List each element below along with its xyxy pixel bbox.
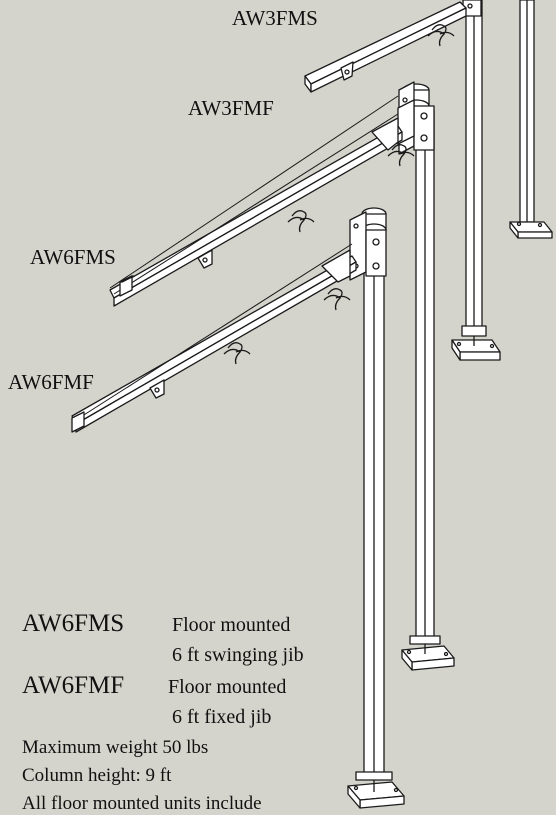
label-aw6fms: AW6FMS (30, 245, 116, 269)
label-aw3fms: AW3FMS (232, 6, 318, 30)
label-aw6fmf: AW6FMF (8, 370, 94, 394)
aw3fms-arm (304, 1, 467, 93)
back-column-far (509, 0, 553, 239)
spec-aw6fms-desc-2: 6 ft swinging jib (172, 644, 304, 666)
aw6fmf-arm (71, 243, 357, 433)
spec-aw6fms-desc-1: Floor mounted (172, 614, 291, 636)
spec-model-aw6fms: AW6FMS (22, 610, 125, 637)
aw3fms-column (451, 0, 501, 361)
spec-aw6fmf-desc-1: Floor mounted (168, 676, 287, 698)
aw6fmf-column (347, 207, 405, 809)
spec-column-height: Column height: 9 ft (22, 765, 172, 786)
spec-model-aw6fmf: AW6FMF (22, 672, 125, 699)
label-aw3fmf: AW3FMF (188, 96, 274, 120)
aw3fmf-arm (109, 99, 415, 307)
aw3fmf-column (398, 81, 455, 671)
spec-max-weight: Maximum weight 50 lbs (22, 737, 209, 758)
aw6fmf-arm-end-cap (71, 411, 85, 433)
spec-aw6fmf-desc-2: 6 ft fixed jib (172, 706, 272, 728)
spec-truncated-line: All floor mounted units include (22, 793, 262, 814)
aw3fmf-arm-end-cap (119, 275, 135, 297)
aw6fms-arm-brace (109, 95, 399, 289)
